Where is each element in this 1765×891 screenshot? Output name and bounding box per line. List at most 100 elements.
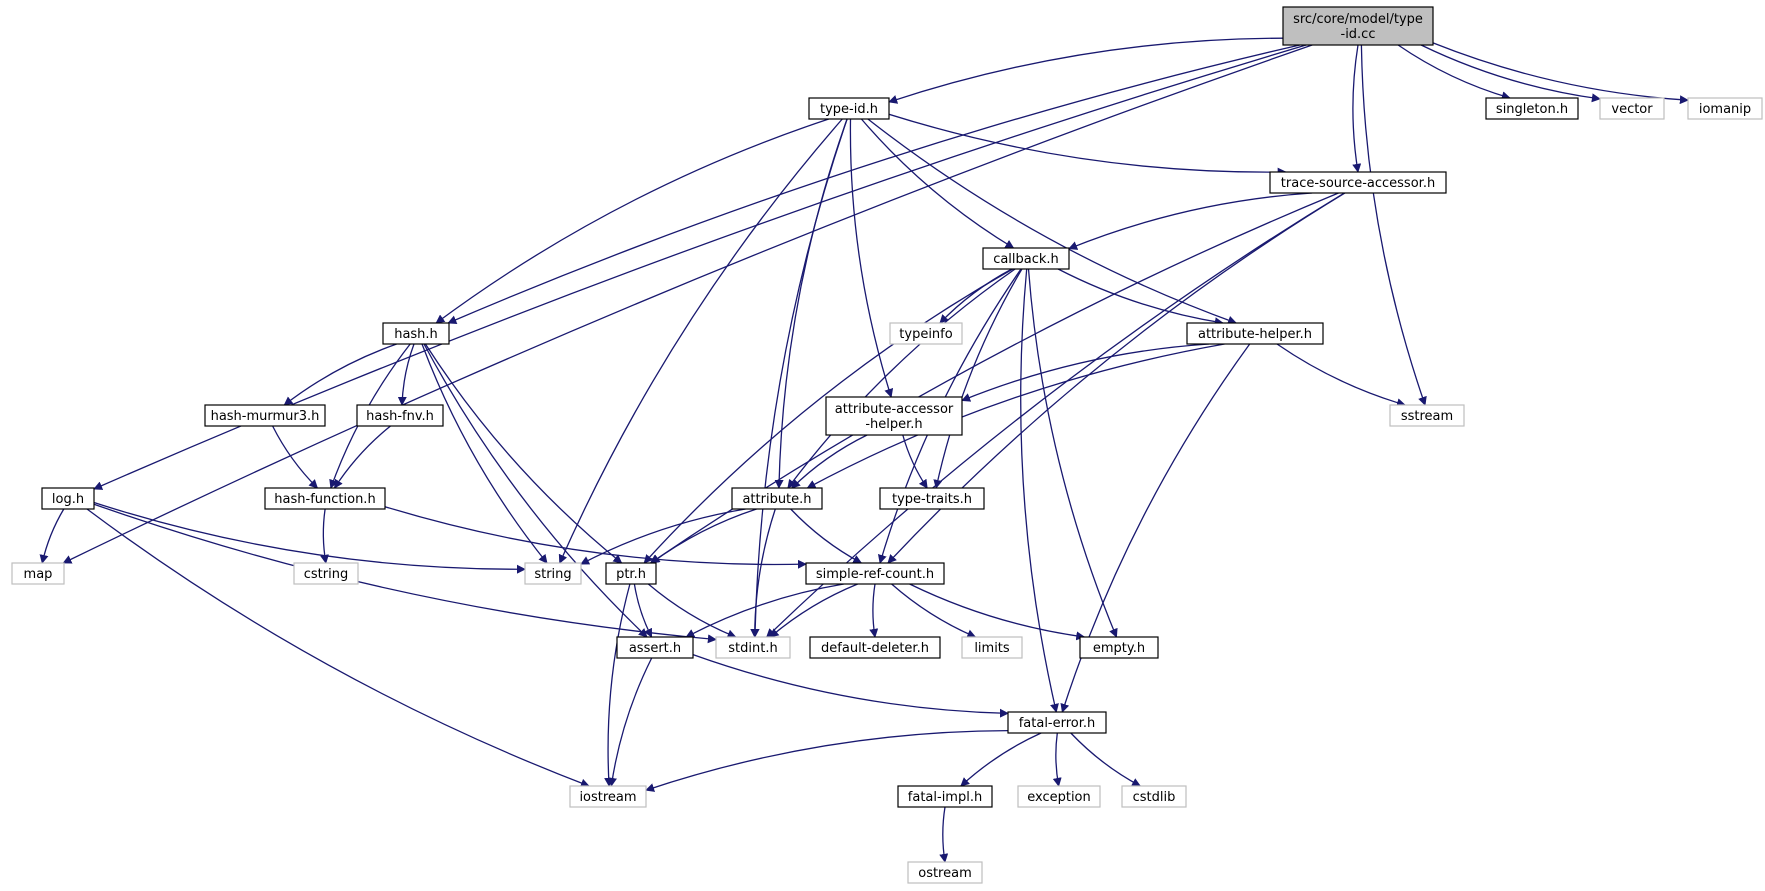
edge-type-id-h-to-attribute-helper-h [867,118,1237,325]
node-typeinfo: typeinfo [889,322,963,345]
edge-hash-murmur3-h-to-hash-function-h [272,425,319,489]
node-label: stdint.h [728,641,777,656]
edge-hash-h-to-assert-h [423,343,648,638]
edge-log-h-to-map [39,508,65,564]
edge-attribute-helper-h-to-attribute-h [806,343,1225,489]
node-box [1485,97,1579,120]
node-label: trace-source-accessor.h [1281,176,1435,191]
node-box [1599,97,1665,120]
node-singleton-h[interactable]: singleton.h [1485,97,1579,120]
edge-trace-source-accessor-h-to-callback-h [1068,192,1313,250]
edge-hash-h-to-hash-fnv-h [397,343,415,406]
node-label: attribute-accessor [835,402,954,417]
edge-ptr-h-to-iostream [604,583,631,787]
node-label: -helper.h [865,417,922,432]
node-simple-ref-count-h[interactable]: simple-ref-count.h [805,562,945,585]
node-log-h[interactable]: log.h [41,487,95,510]
node-label: map [24,567,53,582]
node-box [356,404,444,427]
edge-callback-h-to-empty-h [1027,268,1118,638]
node-map: map [11,562,65,585]
node-label: log.h [52,492,84,507]
node-label: cstring [304,567,348,582]
node-type-id-h[interactable]: type-id.h [808,97,890,120]
edge-attribute-helper-h-to-fatal-error-h [1060,343,1251,713]
node-box [715,636,791,659]
edge-attribute-accessor-helper-h-to-type-traits-h [902,434,928,489]
edge-simple-ref-count-h-to-empty-h [909,583,1086,641]
node-box [808,97,890,120]
node-limits: limits [961,636,1023,659]
node-box [11,562,65,585]
node-cstring: cstring [293,562,359,585]
edge-attribute-helper-h-to-sstream [1276,343,1406,408]
node-label: ostream [918,866,972,881]
node-box [1007,711,1107,734]
node-fatal-error-h[interactable]: fatal-error.h [1007,711,1107,734]
node-ptr-h[interactable]: ptr.h [605,562,657,585]
node-label: attribute.h [742,492,811,507]
node-box [293,562,359,585]
node-type-id-cc[interactable]: src/core/model/type-id.cc [1282,6,1434,46]
node-label: default-deleter.h [821,641,929,656]
node-iomanip: iomanip [1687,97,1763,120]
node-box [1121,785,1187,808]
edge-hash-h-to-hash-murmur3-h [283,343,397,406]
node-box [805,562,945,585]
node-label: iomanip [1699,102,1751,117]
node-empty-h[interactable]: empty.h [1079,636,1159,659]
node-attribute-accessor-helper-h[interactable]: attribute-accessor-helper.h [825,396,963,436]
node-label: iostream [579,790,636,805]
edge-type-id-cc-to-trace-source-accessor-h [1352,44,1362,173]
edge-attribute-helper-h-to-attribute-accessor-helper-h [961,343,1210,402]
node-callback-h[interactable]: callback.h [982,247,1070,270]
node-box [264,487,386,510]
edge-fatal-impl-h-to-ostream [939,806,949,863]
node-label: fatal-error.h [1019,716,1096,731]
node-type-traits-h[interactable]: type-traits.h [879,487,985,510]
node-ostream: ostream [907,861,983,884]
node-label: singleton.h [1496,102,1568,117]
node-label: hash-fnv.h [366,409,434,424]
edge-fatal-error-h-to-iostream [645,729,1009,792]
edge-assert-h-to-iostream [608,657,653,787]
node-hash-function-h[interactable]: hash-function.h [264,487,386,510]
node-hash-h[interactable]: hash.h [382,322,450,345]
node-label: hash-murmur3.h [211,409,320,424]
edge-type-id-cc-to-vector [1420,44,1601,103]
edge-assert-h-to-fatal-error-h [692,653,1009,718]
edge-callback-h-to-attribute-h [787,268,1016,489]
edge-simple-ref-count-h-to-limits [891,583,977,638]
node-vector: vector [1599,97,1665,120]
edge-callback-h-to-ptr-h [643,268,1014,564]
node-label: cstdlib [1133,790,1176,805]
node-assert-h[interactable]: assert.h [616,636,694,659]
node-fatal-impl-h[interactable]: fatal-impl.h [897,785,993,808]
edges-layer [39,37,1689,863]
node-box [825,396,963,436]
node-box [1017,785,1101,808]
node-attribute-h[interactable]: attribute.h [731,487,823,510]
edge-callback-h-to-type-traits-h [933,268,1023,489]
node-box [1186,322,1324,345]
node-label: attribute-helper.h [1198,327,1312,342]
node-default-deleter-h[interactable]: default-deleter.h [809,636,941,659]
node-hash-fnv-h[interactable]: hash-fnv.h [356,404,444,427]
node-sstream: sstream [1389,404,1465,427]
node-attribute-helper-h[interactable]: attribute-helper.h [1186,322,1324,345]
node-trace-source-accessor-h[interactable]: trace-source-accessor.h [1269,171,1447,194]
edge-hash-function-h-to-cstring [320,508,329,564]
node-exception: exception [1017,785,1101,808]
edge-attribute-accessor-helper-h-to-attribute-h [791,434,868,489]
edge-simple-ref-count-h-to-assert-h [685,583,844,638]
node-iostream: iostream [569,785,647,808]
edge-attribute-h-to-ptr-h [650,508,757,564]
edge-hash-fnv-h-to-hash-function-h [333,425,391,489]
node-label: type-traits.h [892,492,972,507]
edge-log-h-to-iostream [86,508,590,788]
node-box [382,322,450,345]
edge-type-id-h-to-attribute-accessor-helper-h [849,118,894,398]
edge-attribute-h-to-string [580,508,746,565]
node-hash-murmur3-h[interactable]: hash-murmur3.h [204,404,326,427]
